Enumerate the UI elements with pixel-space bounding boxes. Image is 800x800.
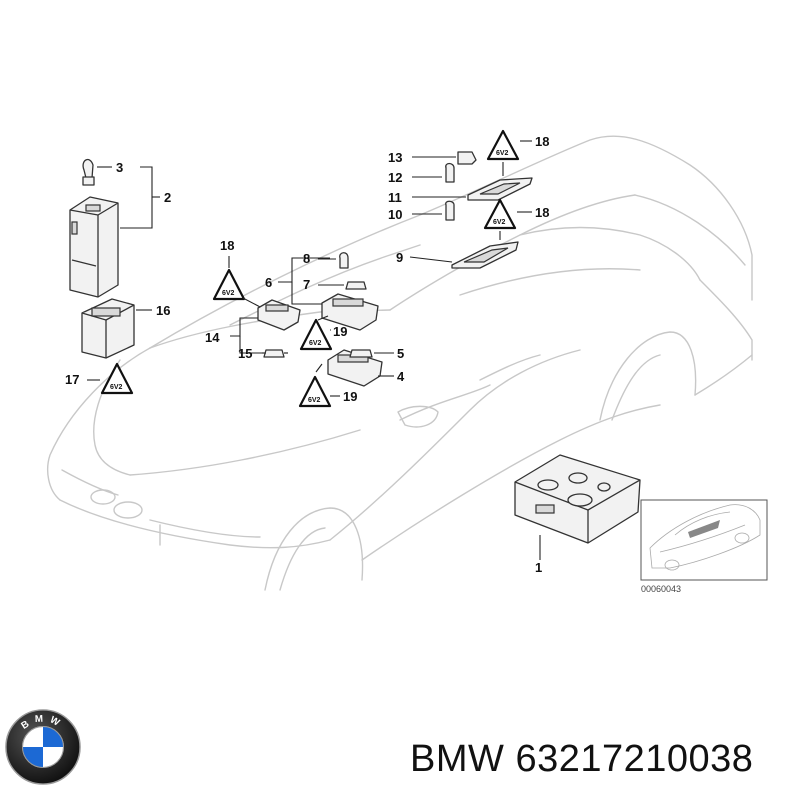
svg-text:6V2: 6V2 bbox=[110, 384, 123, 391]
callout-6: 6 bbox=[265, 275, 272, 290]
part-18-warning-triangle-mid: 6V2 18 bbox=[483, 198, 549, 240]
callout-12: 12 bbox=[388, 170, 402, 185]
callout-19-upper: 19 bbox=[333, 324, 347, 339]
svg-text:6V2: 6V2 bbox=[493, 219, 506, 226]
part-2-switch-unit: 3 2 bbox=[69, 158, 171, 298]
part-12-bulb: 12 bbox=[388, 162, 455, 185]
svg-text:6V2: 6V2 bbox=[309, 340, 322, 347]
callout-15: 15 bbox=[238, 346, 252, 361]
part-17-warning-triangle: 6V2 17 bbox=[65, 362, 134, 395]
callout-9: 9 bbox=[396, 250, 403, 265]
part-19-warning-triangle-upper: 6V2 19 bbox=[299, 315, 347, 351]
part-5-bulb: 5 bbox=[349, 346, 404, 361]
callout-17: 17 bbox=[65, 372, 79, 387]
part-4-lamp-unit: 4 bbox=[327, 349, 405, 387]
reference-thumbnail: 00060043 bbox=[640, 499, 768, 594]
part-13-bulb: 13 bbox=[388, 150, 477, 165]
svg-text:6V2: 6V2 bbox=[496, 150, 509, 157]
svg-text:6V2: 6V2 bbox=[222, 290, 235, 297]
callout-5: 5 bbox=[397, 346, 404, 361]
part-18-warning-triangle-top: 6V2 18 bbox=[486, 129, 549, 176]
callout-10: 10 bbox=[388, 207, 402, 222]
svg-text:6V2: 6V2 bbox=[308, 397, 321, 404]
brand-name: BMW bbox=[410, 738, 505, 780]
part-number: 63217210038 bbox=[515, 738, 754, 780]
callout-2: 2 bbox=[164, 190, 171, 205]
callout-1: 1 bbox=[535, 560, 542, 575]
reference-code: 00060043 bbox=[641, 584, 681, 594]
part-7-bulb: 7 bbox=[303, 277, 367, 292]
callout-18-top: 18 bbox=[535, 134, 549, 149]
callout-3: 3 bbox=[116, 160, 123, 175]
brand-part-number-label: BMW 63217210038 bbox=[410, 738, 753, 781]
callout-18-mid: 18 bbox=[535, 205, 549, 220]
part-19-warning-triangle-lower: 6V2 19 bbox=[298, 363, 357, 408]
part-1-module-box: 1 bbox=[514, 454, 641, 575]
part-9-light-lens: 9 bbox=[396, 241, 519, 269]
callout-16: 16 bbox=[156, 303, 170, 318]
part-15-bulb: 15 bbox=[238, 346, 288, 361]
callout-18-left: 18 bbox=[220, 238, 234, 253]
callout-19-lower: 19 bbox=[343, 389, 357, 404]
bmw-logo-icon: BMW bbox=[5, 709, 81, 785]
callout-8: 8 bbox=[303, 251, 310, 266]
callout-14: 14 bbox=[205, 330, 220, 345]
callout-7: 7 bbox=[303, 277, 310, 292]
part-11-reading-lens: 11 bbox=[388, 177, 533, 205]
part-16-lamp-housing: 16 bbox=[81, 298, 170, 359]
part-10-bulb: 10 bbox=[388, 200, 455, 222]
part-18-warning-triangle-left: 18 6V2 bbox=[212, 238, 246, 301]
callout-4: 4 bbox=[397, 369, 405, 384]
callout-11: 11 bbox=[388, 190, 402, 205]
part-14-reading-light: 14 bbox=[205, 297, 301, 354]
callout-13: 13 bbox=[388, 150, 402, 165]
part-8-bulb: 8 bbox=[303, 251, 349, 269]
